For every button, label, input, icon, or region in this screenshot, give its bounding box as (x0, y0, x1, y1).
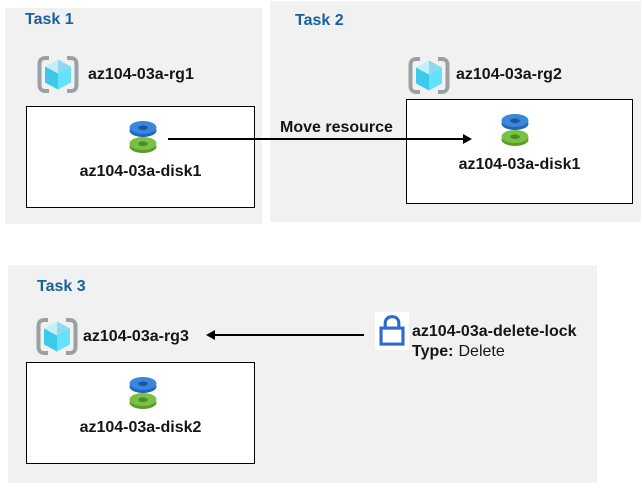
task1-title: Task 1 (25, 11, 74, 28)
task2-disk-label: az104-03a-disk1 (458, 156, 581, 173)
move-resource-label: Move resource (280, 119, 393, 136)
task3-disk-label: az104-03a-disk2 (79, 419, 202, 436)
task2-resource-group-label: az104-03a-rg2 (456, 66, 562, 83)
move-resource-arrowhead-icon (463, 134, 472, 144)
lock-type-line: Type:Delete (412, 342, 577, 362)
lock-arrowhead-icon (206, 330, 215, 340)
lock-name-label: az104-03a-delete-lock (412, 323, 577, 340)
lock-type-key: Type: (412, 343, 454, 360)
lock-arrow-line (214, 334, 364, 336)
lock-text-block: az104-03a-delete-lock Type:Delete (412, 322, 577, 362)
lock-tile (375, 312, 409, 350)
task3-title: Task 3 (37, 278, 86, 295)
resource-group-icon (36, 318, 78, 355)
task3-resource-group-label: az104-03a-rg3 (83, 328, 189, 345)
disk-icon (129, 377, 157, 409)
task1-resource-group-label: az104-03a-rg1 (88, 66, 194, 83)
move-resource-arrow-line (168, 138, 464, 140)
task1-disk-label: az104-03a-disk1 (79, 163, 202, 180)
task2-title: Task 2 (295, 12, 344, 29)
delete-lock-icon (378, 315, 405, 346)
disk-icon (129, 121, 157, 153)
resource-group-icon (408, 57, 450, 94)
resource-group-icon (37, 56, 79, 93)
lock-type-value: Delete (458, 343, 505, 360)
disk-icon (501, 114, 529, 146)
